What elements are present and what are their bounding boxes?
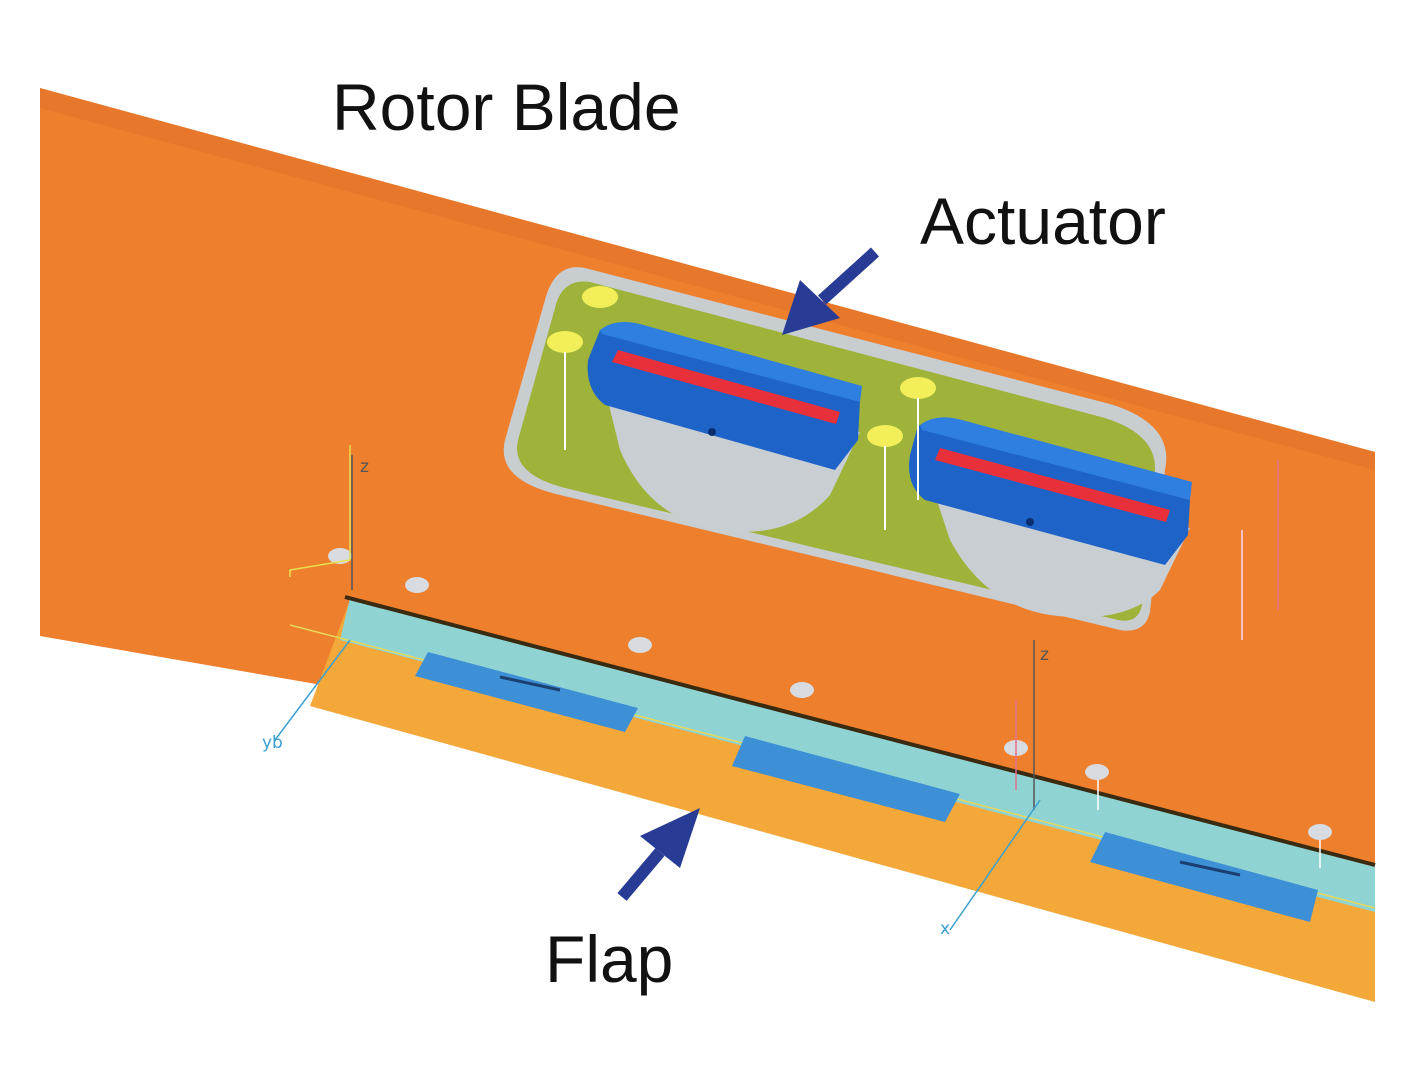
flap-tab-3-mark <box>1179 860 1241 877</box>
marker-4 <box>790 682 814 698</box>
marker-6 <box>1085 764 1109 780</box>
flap-tab-2 <box>732 736 960 822</box>
marker-2 <box>405 577 429 593</box>
pin-2 <box>547 331 583 353</box>
flap-tab-3 <box>1090 832 1318 922</box>
flap-arrow-shaft <box>617 848 665 901</box>
pin-1 <box>582 286 618 308</box>
flap-arrow-head <box>640 808 700 868</box>
actuator-1-top <box>600 322 862 402</box>
actuator-1-red-element <box>612 350 840 424</box>
actuator-arrow-head <box>782 280 840 335</box>
actuator-arrow <box>782 247 880 335</box>
pin-3 <box>900 377 936 399</box>
axis-frame-left-outline <box>289 445 351 577</box>
reference-markers <box>328 460 1332 868</box>
axis-right-z-label: z <box>1040 645 1049 665</box>
axis-right-x-label: x <box>940 919 950 939</box>
marker-3 <box>628 637 652 653</box>
flap-hinge-strip <box>340 598 1375 912</box>
mounting-pins <box>547 286 936 530</box>
actuator-2-top <box>920 417 1192 500</box>
marker-7 <box>1308 824 1332 840</box>
flap-arrow <box>617 808 700 901</box>
axis-frame-right: z x <box>940 640 1049 939</box>
rotor-blade-label: Rotor Blade <box>332 70 681 144</box>
actuator-label: Actuator <box>920 184 1166 258</box>
actuator-1-bolt <box>708 428 716 436</box>
axis-left-y-label: yb <box>262 733 283 753</box>
axis-left-y <box>274 639 351 741</box>
flap-edge-line <box>344 595 1376 867</box>
pin-4 <box>867 425 903 447</box>
axis-right-x <box>949 799 1041 931</box>
actuator-arrow-shaft <box>817 247 880 305</box>
flap-tab-1-mark <box>499 675 561 692</box>
axis-left-z-label: z <box>360 457 369 477</box>
flap-tab-1 <box>415 652 638 732</box>
actuator-2-bolt <box>1026 518 1034 526</box>
axis-frame-left: z yb <box>262 445 369 753</box>
rotor-blade-shade <box>40 88 1375 470</box>
actuator-2-red-element <box>935 448 1170 522</box>
flap-label: Flap <box>545 922 674 996</box>
